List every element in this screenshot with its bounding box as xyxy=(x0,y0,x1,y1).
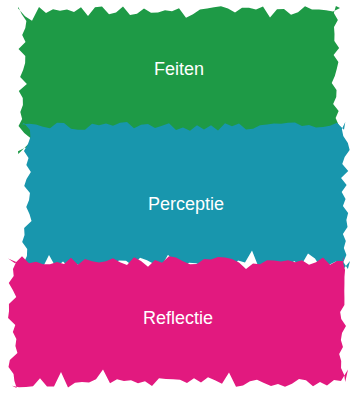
band-label: Feiten xyxy=(18,59,340,81)
brush-band: Reflectie xyxy=(8,256,348,388)
brush-band: Perceptie xyxy=(22,122,350,270)
brush-fill xyxy=(8,256,348,388)
brush-fill xyxy=(22,122,350,270)
band-label: Perceptie xyxy=(22,194,350,216)
band-label: Reflectie xyxy=(8,308,348,330)
